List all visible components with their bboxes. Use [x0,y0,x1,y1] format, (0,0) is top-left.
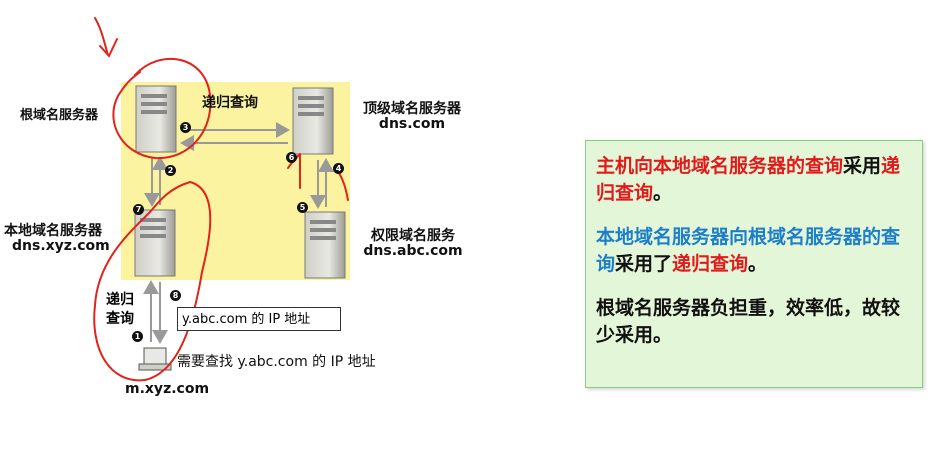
step-2-marker: 2 [165,165,176,176]
note-p2-red: 递归查询 [672,253,749,275]
note-p2-blue: 本地域名服务器向根域名服务器的查询 [596,226,901,275]
tld-server-name: 顶级域名服务器 [363,101,461,117]
step-2b-marker: 7 [133,204,144,215]
note-paragraph-1: 主机向本地域名服务器的查询采用递归查询。 [596,153,912,207]
auth-server-domain: dns.abc.com [363,243,463,259]
note-p2-suffix: 。 [748,253,768,275]
root-server-icon [135,85,177,153]
note-p1-red2: 递归查询 [596,155,901,204]
step-5-marker: 5 [297,202,308,213]
explanation-panel: 主机向本地域名服务器的查询采用递归查询。 本地域名服务器向根域名服务器的查询采用… [585,140,923,388]
host-label: m.xyz.com [125,381,210,397]
host-computer-icon [138,347,172,371]
note-p1-prefix: 采用 [843,155,882,177]
recursive-query-label: 递归查询 [202,95,258,111]
local-server-label: 本地域名服务器 dns.xyz.com [4,224,110,254]
local-server-name: 本地域名服务器 [4,223,102,239]
note-paragraph-2: 本地域名服务器向根域名服务器的查询采用了递归查询。 [596,224,912,278]
note-paragraph-3: 根域名服务器负担重，效率低，故较少采用。 [596,297,901,346]
auth-server-name: 权限域名服务 [371,228,455,244]
tld-server-icon [292,87,334,155]
auth-server-label: 权限域名服务 dns.abc.com [354,229,472,259]
step-6-marker: 6 [286,152,297,163]
recursive-side-label-2: 查询 [106,311,134,327]
recursive-side-label-1: 递归 [106,292,134,308]
step-4-marker: 4 [333,163,344,174]
note-p1-red: 主机向本地域名服务器的查询 [596,155,844,177]
note-p1-suffix: 。 [653,182,673,204]
auth-server-icon [304,211,346,279]
tld-server-label: 顶级域名服务器 dns.com [348,102,476,132]
root-server-label: 根域名服务器 [20,108,99,123]
step-3-marker: 3 [180,122,191,133]
step-1-marker: 1 [132,331,143,342]
answer-box: y.abc.com 的 IP 地址 [177,307,341,331]
local-server-domain: dns.xyz.com [12,238,110,254]
note-p2-mid: 采用了 [615,253,673,275]
step-8-marker: 8 [170,290,181,301]
host-request-label: 需要查找 y.abc.com 的 IP 地址 [177,354,376,370]
tld-server-domain: dns.com [378,116,446,132]
